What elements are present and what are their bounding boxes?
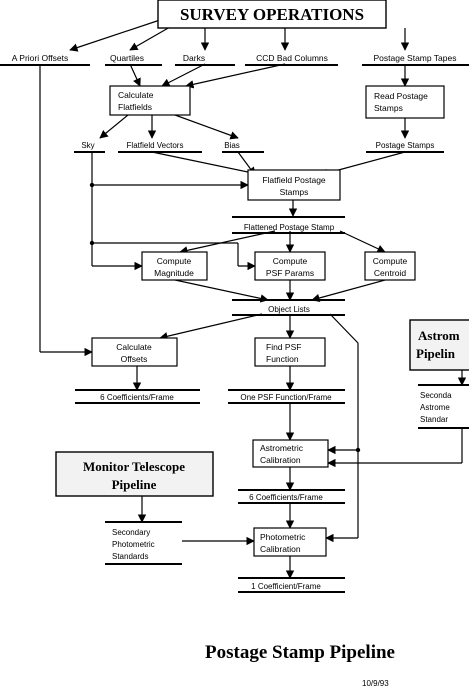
svg-text:Magnitude: Magnitude <box>154 268 194 278</box>
store-darks: Darks <box>183 53 205 63</box>
diagram-date: 10/9/93 <box>362 679 389 687</box>
process-compute-psf-params: Compute PSF Params <box>254 251 326 281</box>
svg-text:Compute: Compute <box>273 256 308 266</box>
process-calculate-flatfields: Calculate Flatfields <box>109 85 191 116</box>
diagram-title: Postage Stamp Pipeline <box>205 642 395 663</box>
svg-text:Astrom: Astrom <box>418 328 460 343</box>
svg-text:Flatfield Postage: Flatfield Postage <box>262 175 326 185</box>
svg-text:PSF Params: PSF Params <box>266 268 314 278</box>
svg-text:Calibration: Calibration <box>260 544 301 554</box>
svg-text:Calculate: Calculate <box>118 90 154 100</box>
process-astrometric-calibration: Astrometric Calibration <box>252 439 329 468</box>
store-one-psf-function: One PSF Function/Frame <box>240 393 332 402</box>
store-secondary-photometric-1: Secondary <box>112 528 150 537</box>
store-flatfield-vectors: Flatfield Vectors <box>127 141 184 150</box>
svg-text:Find PSF: Find PSF <box>266 342 301 352</box>
svg-text:Compute: Compute <box>373 256 408 266</box>
svg-text:Stamps: Stamps <box>280 187 309 197</box>
svg-text:Pipeline: Pipeline <box>112 477 157 492</box>
process-compute-magnitude: Compute Magnitude <box>141 251 208 281</box>
store-secondary-photometric-3: Standards <box>112 552 148 561</box>
svg-text:Monitor Telescope: Monitor Telescope <box>83 459 185 474</box>
svg-text:Flatfields: Flatfields <box>118 102 152 112</box>
store-ccd-bad-columns: CCD Bad Columns <box>256 53 328 63</box>
process-find-psf-function: Find PSF Function <box>254 337 326 367</box>
svg-text:Read Postage: Read Postage <box>374 91 428 101</box>
store-postage-stamps: Postage Stamps <box>376 141 435 150</box>
store-six-coefficients-a: 6 Coefficients/Frame <box>100 393 174 402</box>
store-secondary-astrometric-3: Standar <box>420 415 448 424</box>
store-secondary-astrometric-1: Seconda <box>420 391 452 400</box>
store-a-priori-offsets: A Priori Offsets <box>12 53 69 63</box>
external-astrometric-pipeline: Astrom Pipelin <box>409 319 469 371</box>
store-bias: Bias <box>224 141 240 150</box>
store-quartiles: Quartiles <box>110 53 144 63</box>
survey-operations-title: SURVEY OPERATIONS <box>180 5 364 24</box>
store-object-lists: Object Lists <box>268 305 310 314</box>
svg-text:Pipelin: Pipelin <box>416 346 456 361</box>
store-secondary-astrometric-2: Astrome <box>420 403 450 412</box>
svg-text:Offsets: Offsets <box>121 354 148 364</box>
store-flattened-postage-stamp: Flattened Postage Stamp <box>244 223 335 232</box>
process-calculate-offsets: Calculate Offsets <box>91 337 178 367</box>
process-photometric-calibration: Photometric Calibration <box>253 527 327 557</box>
store-postage-stamp-tapes: Postage Stamp Tapes <box>373 53 456 63</box>
process-compute-centroid: Compute Centroid <box>364 251 416 281</box>
svg-text:Function: Function <box>266 354 299 364</box>
svg-text:Stamps: Stamps <box>374 103 403 113</box>
svg-text:Photometric: Photometric <box>260 532 306 542</box>
svg-text:Compute: Compute <box>157 256 192 266</box>
store-six-coefficients-b: 6 Coefficients/Frame <box>249 493 323 502</box>
survey-operations-box: SURVEY OPERATIONS <box>157 0 387 29</box>
svg-text:Centroid: Centroid <box>374 268 406 278</box>
store-secondary-photometric-2: Photometric <box>112 540 155 549</box>
store-one-coefficient: 1 Coefficient/Frame <box>251 582 321 591</box>
process-flatfield-postage-stamps: Flatfield Postage Stamps <box>247 169 341 201</box>
external-monitor-telescope-pipeline: Monitor Telescope Pipeline <box>55 451 214 497</box>
process-read-postage-stamps: Read Postage Stamps <box>365 85 445 119</box>
svg-text:Calculate: Calculate <box>116 342 152 352</box>
svg-text:Calibration: Calibration <box>260 455 301 465</box>
store-sky: Sky <box>81 141 94 150</box>
svg-text:Astrometric: Astrometric <box>260 443 304 453</box>
